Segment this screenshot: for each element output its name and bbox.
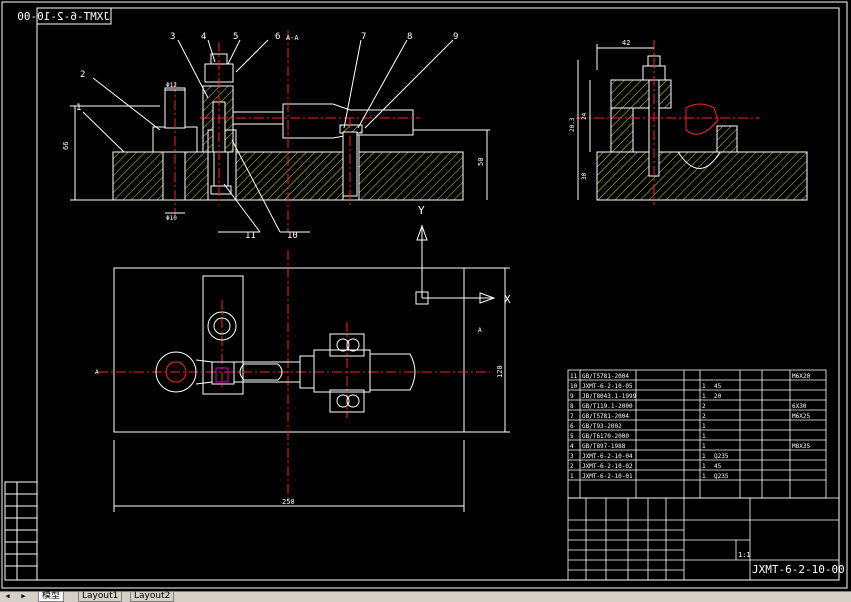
bom-code-cell: JXMT-6-2-10-02: [582, 463, 633, 470]
balloon-1: 1: [76, 103, 81, 113]
bom-qty-cell: 2: [702, 413, 706, 420]
balloon-labels: 1 2 3 4 5 6 7 8 9 10 11: [76, 32, 458, 241]
bom-no-cell: 3: [570, 453, 574, 460]
bom-qty-cell: 1: [702, 473, 706, 480]
bom-code-cell: JXMT-6-2-10-05: [582, 383, 633, 390]
dim-front-right: 50: [477, 158, 485, 166]
bom-mat-cell: Q235: [714, 473, 729, 480]
bom-code-cell: GB/T119.1-2000: [582, 403, 633, 410]
bom-qty-cell: 1: [702, 393, 706, 400]
side-view: [576, 40, 808, 205]
bom-no-cell: 5: [570, 433, 574, 440]
mirrored-drawing-number: JXMT-6-2-10-00: [17, 10, 110, 23]
bom-no-cell: 6: [570, 423, 574, 430]
dim-side-h1: 20.3: [569, 117, 576, 132]
front-view: [70, 30, 490, 233]
balloon-6: 6: [275, 32, 280, 42]
tab-prev-arrow-icon[interactable]: ▶: [21, 592, 26, 600]
bom-code-cell: GB/T6170-2000: [582, 433, 629, 440]
outer-border: [1, 1, 848, 589]
dim-rod-bottom: Φ10: [166, 215, 177, 222]
bom-qty-cell: 1: [702, 443, 706, 450]
inner-border: [36, 7, 840, 581]
bom-note-cell: M6X20: [792, 373, 810, 380]
balloon-3: 3: [170, 32, 175, 42]
tab-first-arrow-icon[interactable]: ◀: [5, 592, 10, 600]
bom-no-cell: 11: [570, 373, 578, 380]
dim-side-h3: 30: [581, 172, 588, 180]
bom-code-cell: JB/T8043.1-1999: [582, 393, 637, 400]
dim-rod-top: Φ12: [166, 82, 177, 89]
axis-y-label: Y: [418, 204, 425, 217]
balloon-10: 10: [287, 231, 298, 241]
bom-no-cell: 8: [570, 403, 574, 410]
balloon-8: 8: [407, 32, 412, 42]
bom-no-cell: 2: [570, 463, 574, 470]
title-block: [567, 497, 840, 581]
plan-view: [98, 250, 510, 512]
bom-code-cell: JXMT-6-2-10-01: [582, 473, 633, 480]
layout-tab-bar: ◀ ▶ 模型 Layout1 Layout2: [0, 591, 851, 602]
dim-side-width: 42: [622, 39, 630, 47]
bom-code-cell: GB/T897-1988: [582, 443, 626, 450]
mirrored-label-box: [36, 7, 112, 25]
balloon-7: 7: [361, 32, 366, 42]
title-scale: 1:1: [738, 551, 751, 559]
bom-code-cell: GB/T5781-2004: [582, 373, 629, 380]
bom-code-cell: GB/T5781-2004: [582, 413, 629, 420]
balloon-4: 4: [201, 32, 206, 42]
bom-no-cell: 10: [570, 383, 578, 390]
bom-mat-cell: 45: [714, 463, 722, 470]
axis-x-label: X: [504, 293, 511, 306]
left-side-strip: [4, 481, 38, 581]
balloon-2: 2: [80, 70, 85, 80]
dim-plan-width: 250: [282, 498, 295, 506]
bom-no-cell: 7: [570, 413, 574, 420]
bom-qty-cell: 1: [702, 423, 706, 430]
section-mark-right: A: [478, 327, 482, 334]
bom-note-cell: 6X30: [792, 403, 807, 410]
balloon-11: 11: [245, 231, 256, 241]
dim-plan-height: 120: [496, 365, 504, 378]
bom-table: [567, 369, 827, 499]
bom-no-cell: 4: [570, 443, 574, 450]
bom-code-cell: GB/T93-2002: [582, 423, 622, 430]
bom-no-cell: 1: [570, 473, 574, 480]
bom-no-cell: 9: [570, 393, 574, 400]
balloon-5: 5: [233, 32, 238, 42]
section-mark-top: A-A: [286, 34, 299, 42]
bom-note-cell: M8X35: [792, 443, 810, 450]
dim-front-height: 66: [62, 142, 70, 150]
bom-qty-cell: 2: [702, 403, 706, 410]
dim-side-h2: 24: [581, 112, 588, 120]
bom-qty-cell: 1: [702, 433, 706, 440]
section-mark-left: A: [95, 369, 99, 376]
bom-mat-cell: 45: [714, 383, 722, 390]
bom-mat-cell: Q235: [714, 453, 729, 460]
bom-code-cell: JXMT-6-2-10-04: [582, 453, 633, 460]
ucs-icon: [415, 224, 496, 305]
balloon-9: 9: [453, 32, 458, 42]
bom-qty-cell: 1: [702, 383, 706, 390]
title-drawing-number: JXMT-6-2-10-00: [752, 563, 845, 576]
bom-qty-cell: 1: [702, 453, 706, 460]
bom-mat-cell: 20: [714, 393, 722, 400]
bom-qty-cell: 1: [702, 463, 706, 470]
bom-note-cell: M6X25: [792, 413, 810, 420]
